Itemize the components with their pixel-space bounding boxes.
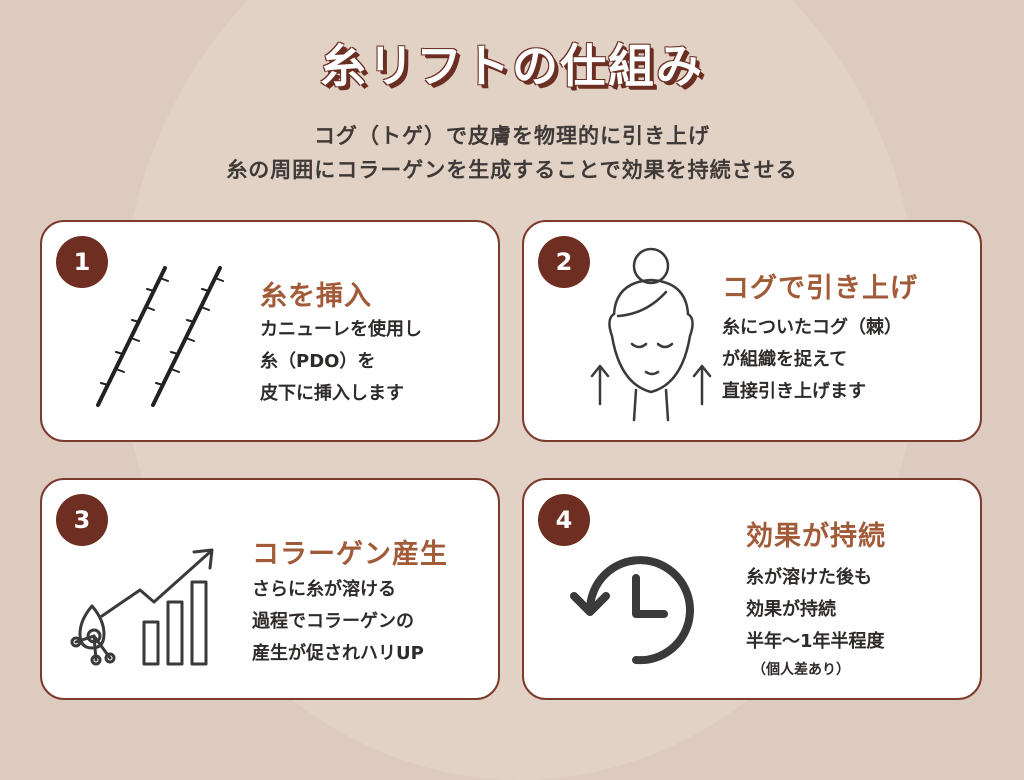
step-title: 効果が持続 — [746, 521, 886, 552]
step-description: カニューレを使用し 糸（PDO）を 皮下に挿入します — [260, 314, 422, 410]
step-description-line: 皮下に挿入します — [260, 383, 404, 404]
clock-history-icon — [570, 556, 694, 665]
step-note: （個人差あり） — [752, 662, 850, 678]
step-number-badge: 4 — [538, 494, 590, 546]
step-description-line: 糸が溶けた後も — [746, 567, 872, 588]
step-description-line: 過程でコラーゲンの — [252, 611, 414, 632]
step-title: コラーゲン産生 — [252, 539, 448, 570]
step-card-4: 4 効果が持続 糸が溶けた後も 効果が持続 半年〜1年半程度 （個人差あり） — [522, 478, 982, 700]
step-description-line: 半年〜1年半程度 — [746, 631, 885, 652]
step-description-line: が組織を捉えて — [722, 349, 848, 370]
step-card-2: 2 コグで引き上げ 糸についたコグ（棘） が組織を捉えて 直接引き上げます — [522, 220, 982, 442]
subtitle-line-1: コグ（トゲ）で皮膚を物理的に引き上げ — [314, 124, 710, 148]
collagen-growth-chart-icon — [70, 548, 214, 666]
barbed-thread-icon — [96, 266, 224, 407]
step-number-badge: 2 — [538, 236, 590, 288]
step-description: 糸が溶けた後も 効果が持続 半年〜1年半程度 （個人差あり） — [746, 562, 885, 682]
step-description-line: 効果が持続 — [746, 599, 836, 620]
step-title: コグで引き上げ — [722, 273, 918, 304]
step-description-line: さらに糸が溶ける — [252, 579, 396, 600]
step-description-line: 糸（PDO）を — [260, 351, 376, 372]
step-number-badge: 3 — [56, 494, 108, 546]
step-card-3: 3 コラーゲン産生 さらに糸が溶ける 過程でコラーゲンの 産生が促されハリUP — [40, 478, 500, 700]
title-container: 糸リフトの仕組み — [0, 30, 1024, 96]
step-description-line: 産生が促されハリUP — [252, 643, 424, 664]
step-description-line: カニューレを使用し — [260, 319, 422, 340]
subtitle-line-2: 糸の周囲にコラーゲンを生成することで効果を持続させる — [226, 158, 798, 182]
step-card-1: 1 糸を挿入 カニューレを使用し 糸（PDO）を 皮下に挿入します — [40, 220, 500, 442]
step-description: さらに糸が溶ける 過程でコラーゲンの 産生が促されハリUP — [252, 574, 424, 670]
step-description-line: 直接引き上げます — [722, 381, 866, 402]
page-title: 糸リフトの仕組み — [320, 39, 704, 93]
step-number-badge: 1 — [56, 236, 108, 288]
face-lift-icon — [590, 247, 712, 422]
step-description: 糸についたコグ（棘） が組織を捉えて 直接引き上げます — [722, 312, 902, 408]
step-description-line: 糸についたコグ（棘） — [722, 317, 902, 338]
step-title: 糸を挿入 — [260, 281, 372, 312]
